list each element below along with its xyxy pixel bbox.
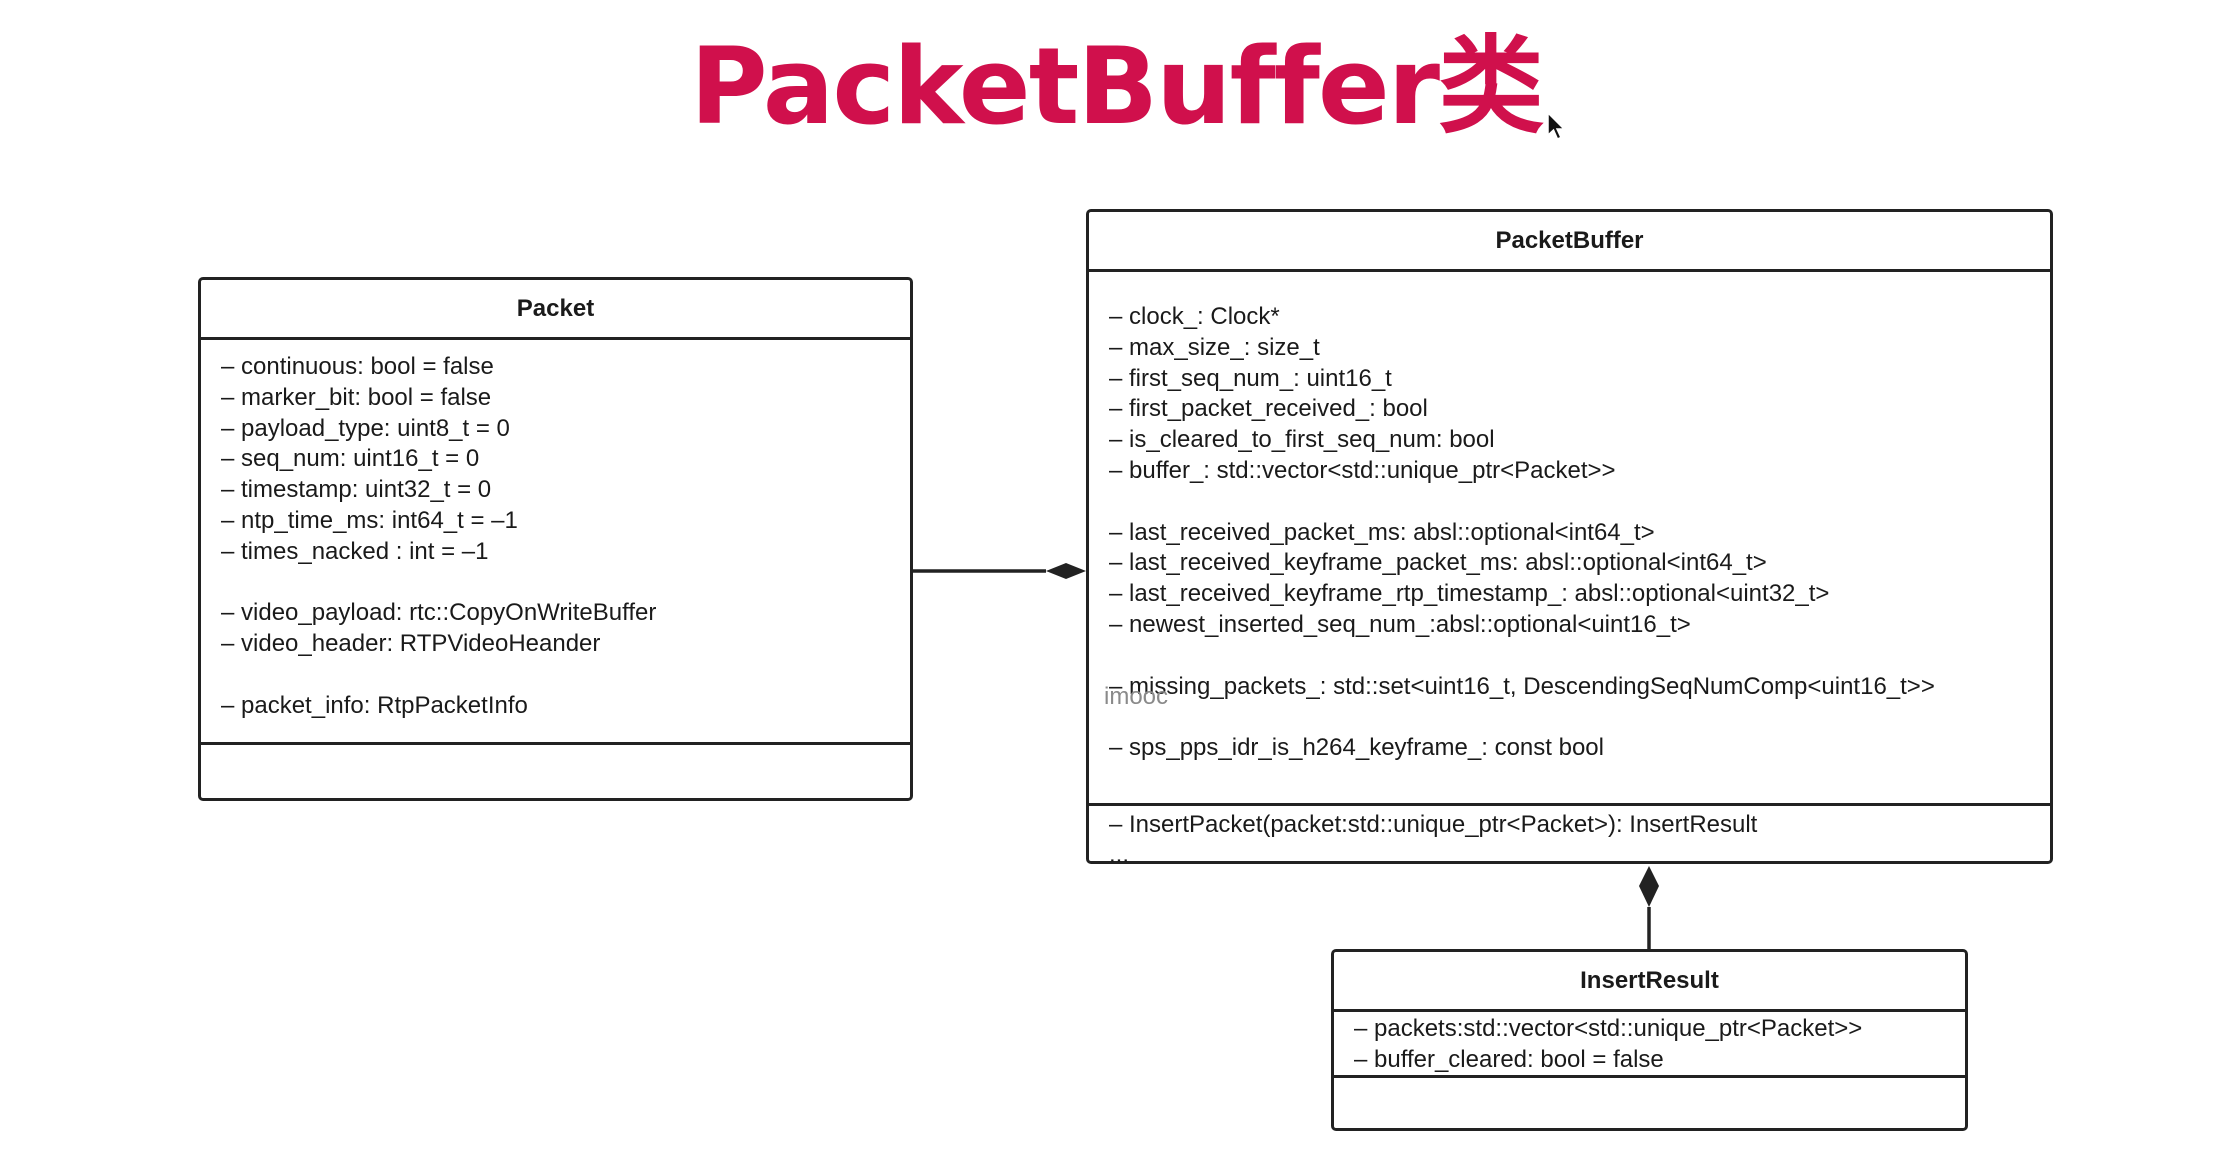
member-line: – missing_packets_: std::set<uint16_t, D…: [1109, 672, 1935, 700]
member-line: – ntp_time_ms: int64_t = –1: [221, 506, 518, 534]
member-line: – clock_: Clock*: [1109, 303, 1280, 330]
member-line: – max_size_: size_t: [1109, 333, 1320, 361]
member-line: – continuous: bool = false: [221, 353, 494, 380]
member-line: – seq_num: uint16_t = 0: [221, 445, 480, 473]
packet-class-box: Packet – continuous: bool = false – marke…: [198, 277, 913, 801]
blank-separator: [1109, 641, 2050, 672]
member-line: – packets:std::vector<std::unique_ptr<Pa…: [1354, 1015, 1863, 1042]
composition-diamond-packetbuffer-insertresult: [1639, 866, 1659, 907]
insertresult-class-box: InsertResult – packets:std::vector<std::…: [1331, 949, 1968, 1131]
member-line: – last_received_packet_ms: absl::optiona…: [1109, 518, 1655, 546]
member-line: – sps_pps_idr_is_h264_keyframe_: const b…: [1109, 734, 1604, 762]
blank-separator: [221, 568, 910, 599]
blank-separator: [221, 660, 910, 691]
class-attributes: – continuous: bool = false – marker_bit: …: [201, 340, 910, 745]
member-line: – last_received_keyframe_packet_ms: absl…: [1109, 549, 1767, 577]
member-line: – video_header: RTPVideoHeander: [221, 630, 601, 658]
member-line: – last_received_keyframe_rtp_timestamp_:…: [1109, 580, 1830, 608]
member-line: – first_packet_received_: bool: [1109, 395, 1428, 423]
member-line: – newest_inserted_seq_num_:absl::optiona…: [1109, 610, 1691, 638]
member-line: – InsertPacket(packet:std::unique_ptr<Pa…: [1109, 811, 1758, 838]
class-attributes: – packets:std::vector<std::unique_ptr<Pa…: [1334, 1012, 1965, 1078]
slide-title: PacketBuffer类: [689, 25, 1544, 148]
member-line: ...: [1109, 841, 1130, 868]
class-name: InsertResult: [1334, 952, 1965, 1012]
class-operations: – InsertPacket(packet:std::unique_ptr<Pa…: [1089, 806, 2050, 870]
member-line: – first_seq_num_: uint16_t: [1109, 364, 1392, 392]
blank-separator: [1109, 487, 2050, 518]
member-line: – video_payload: rtc::CopyOnWriteBuffer: [221, 599, 657, 627]
watermark: imooc: [1104, 683, 1169, 710]
member-line: – buffer_: std::vector<std::unique_ptr<P…: [1109, 456, 1616, 484]
member-line: – marker_bit: bool = false: [221, 383, 492, 411]
member-line: – timestamp: uint32_t = 0: [221, 476, 492, 504]
member-line: – is_cleared_to_first_seq_num: bool: [1109, 426, 1495, 454]
packetbuffer-class-box: PacketBuffer – clock_: Clock* – max_size_…: [1086, 209, 2053, 868]
class-attributes: – clock_: Clock* – max_size_: size_t – fir…: [1089, 272, 2050, 806]
member-line: – packet_info: RtpPacketInfo: [221, 691, 528, 719]
class-name: Packet: [201, 280, 910, 340]
mouse-cursor-icon: [1547, 111, 1566, 140]
class-name: PacketBuffer: [1089, 212, 2050, 272]
composition-diamond-packetbuffer-packet: [1046, 563, 1086, 579]
blank-separator: [1109, 702, 2050, 733]
member-line: – times_nacked : int = –1: [221, 537, 489, 565]
member-line: – payload_type: uint8_t = 0: [221, 414, 510, 442]
member-line: – buffer_cleared: bool = false: [1354, 1045, 1664, 1073]
